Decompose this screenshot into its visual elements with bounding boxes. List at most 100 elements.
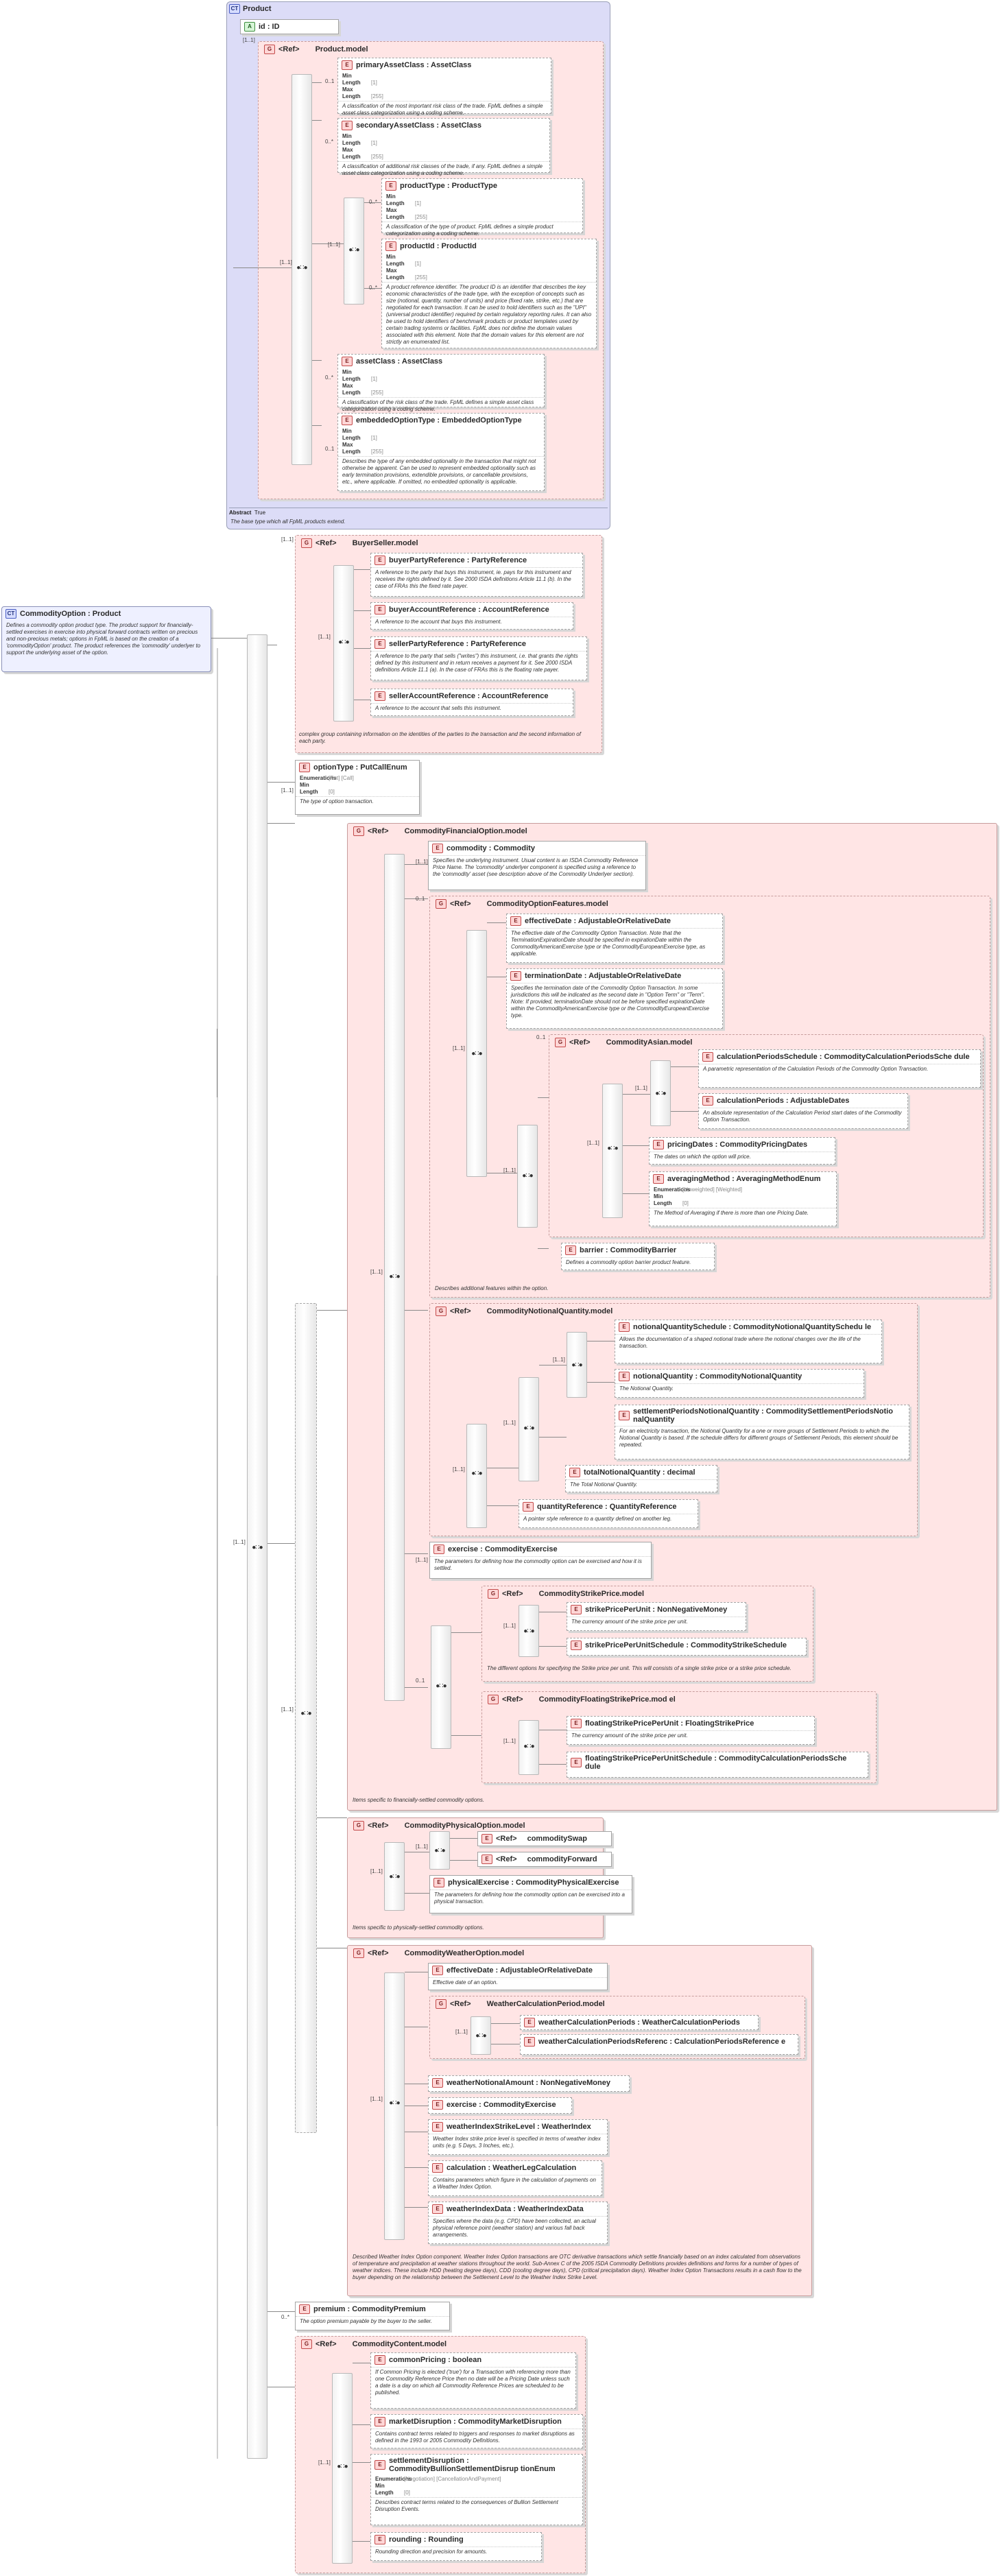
product-model-card: [1..1] <box>243 37 255 43</box>
content-sequence <box>332 2373 353 2564</box>
sequence-icon[interactable]: ●∷● <box>471 1470 482 1477</box>
physical-option-header: G<Ref>CommodityPhysicalOption.model <box>350 1819 529 1833</box>
option-kind-choice <box>295 1303 317 2133</box>
group-icon: G <box>264 45 275 54</box>
sequence-icon[interactable]: ●∷● <box>338 639 349 646</box>
notional-sequence <box>466 1424 487 1528</box>
product-type-choice <box>344 198 364 305</box>
main-sequence <box>247 634 267 2459</box>
sequence-icon[interactable]: ●∷● <box>389 1273 400 1280</box>
commodity-swap-element[interactable]: E<Ref>commoditySwap <box>477 1831 612 1846</box>
notional-choice-inner <box>567 1332 587 1398</box>
choice-icon[interactable]: ●∷● <box>522 1172 533 1180</box>
asian-barrier-choice <box>517 1125 538 1228</box>
option-features-header: G<Ref>CommodityOptionFeatures.model <box>432 897 612 911</box>
floating-choice <box>519 1720 539 1775</box>
abstract-row: Abstract True <box>229 508 608 516</box>
product-sequence <box>291 74 312 465</box>
asian-sequence <box>602 1084 623 1218</box>
product-title: Product <box>243 5 272 13</box>
sequence-icon[interactable]: ●∷● <box>337 2463 348 2470</box>
calc-periods-choice <box>650 1060 671 1126</box>
main-sequence-icon[interactable]: ●∷● <box>252 1544 263 1551</box>
commodity-forward-element[interactable]: E<Ref>commodityForward <box>477 1852 612 1867</box>
strike-inner-choice <box>519 1605 539 1657</box>
choice-icon[interactable]: ●∷● <box>655 1090 666 1097</box>
financial-sequence <box>384 854 405 1701</box>
choice-icon[interactable]: ●∷● <box>523 1424 534 1432</box>
choice-icon[interactable]: ●∷● <box>436 1682 447 1690</box>
sequence-icon[interactable]: ●∷● <box>296 264 307 272</box>
buyer-seller-sequence <box>333 565 354 721</box>
element-icon: E <box>342 60 353 70</box>
card: [1..1] <box>280 259 292 265</box>
choice-icon[interactable]: ●∷● <box>523 1627 534 1635</box>
financial-doc: Items specific to financially-settled co… <box>353 1797 485 1803</box>
choice-icon[interactable]: ●∷● <box>475 2032 486 2040</box>
attribute-label: id : ID <box>259 23 280 31</box>
asian-header: G<Ref>CommodityAsian.model <box>551 1036 695 1049</box>
financial-option-title: CommodityFinancialOption.model <box>404 827 527 835</box>
strike-doc: The different options for specifying the… <box>487 1665 791 1671</box>
sequence-icon[interactable]: ●∷● <box>389 1873 400 1881</box>
weather-doc: Described Weather Index Option component… <box>353 2254 802 2280</box>
sequence-icon[interactable]: ●∷● <box>607 1145 618 1152</box>
weather-option-header: G<Ref>CommodityWeatherOption.model <box>350 1946 527 1960</box>
element-name: primaryAssetClass : AssetClass <box>356 61 472 69</box>
choice-icon[interactable]: ●∷● <box>571 1361 582 1369</box>
sequence-icon[interactable]: ●∷● <box>389 2099 400 2107</box>
choice-icon[interactable]: ●∷● <box>523 1743 534 1750</box>
commodity-content-header: G<Ref>CommodityContent.model <box>298 2337 450 2351</box>
choice-icon[interactable]: ●∷● <box>300 1710 311 1717</box>
choice-icon[interactable]: ●∷● <box>434 1847 445 1855</box>
ct-badge-icon: CT <box>229 4 240 14</box>
choice-icon[interactable]: ●∷● <box>348 246 359 254</box>
sequence-icon[interactable]: ●∷● <box>471 1050 482 1058</box>
